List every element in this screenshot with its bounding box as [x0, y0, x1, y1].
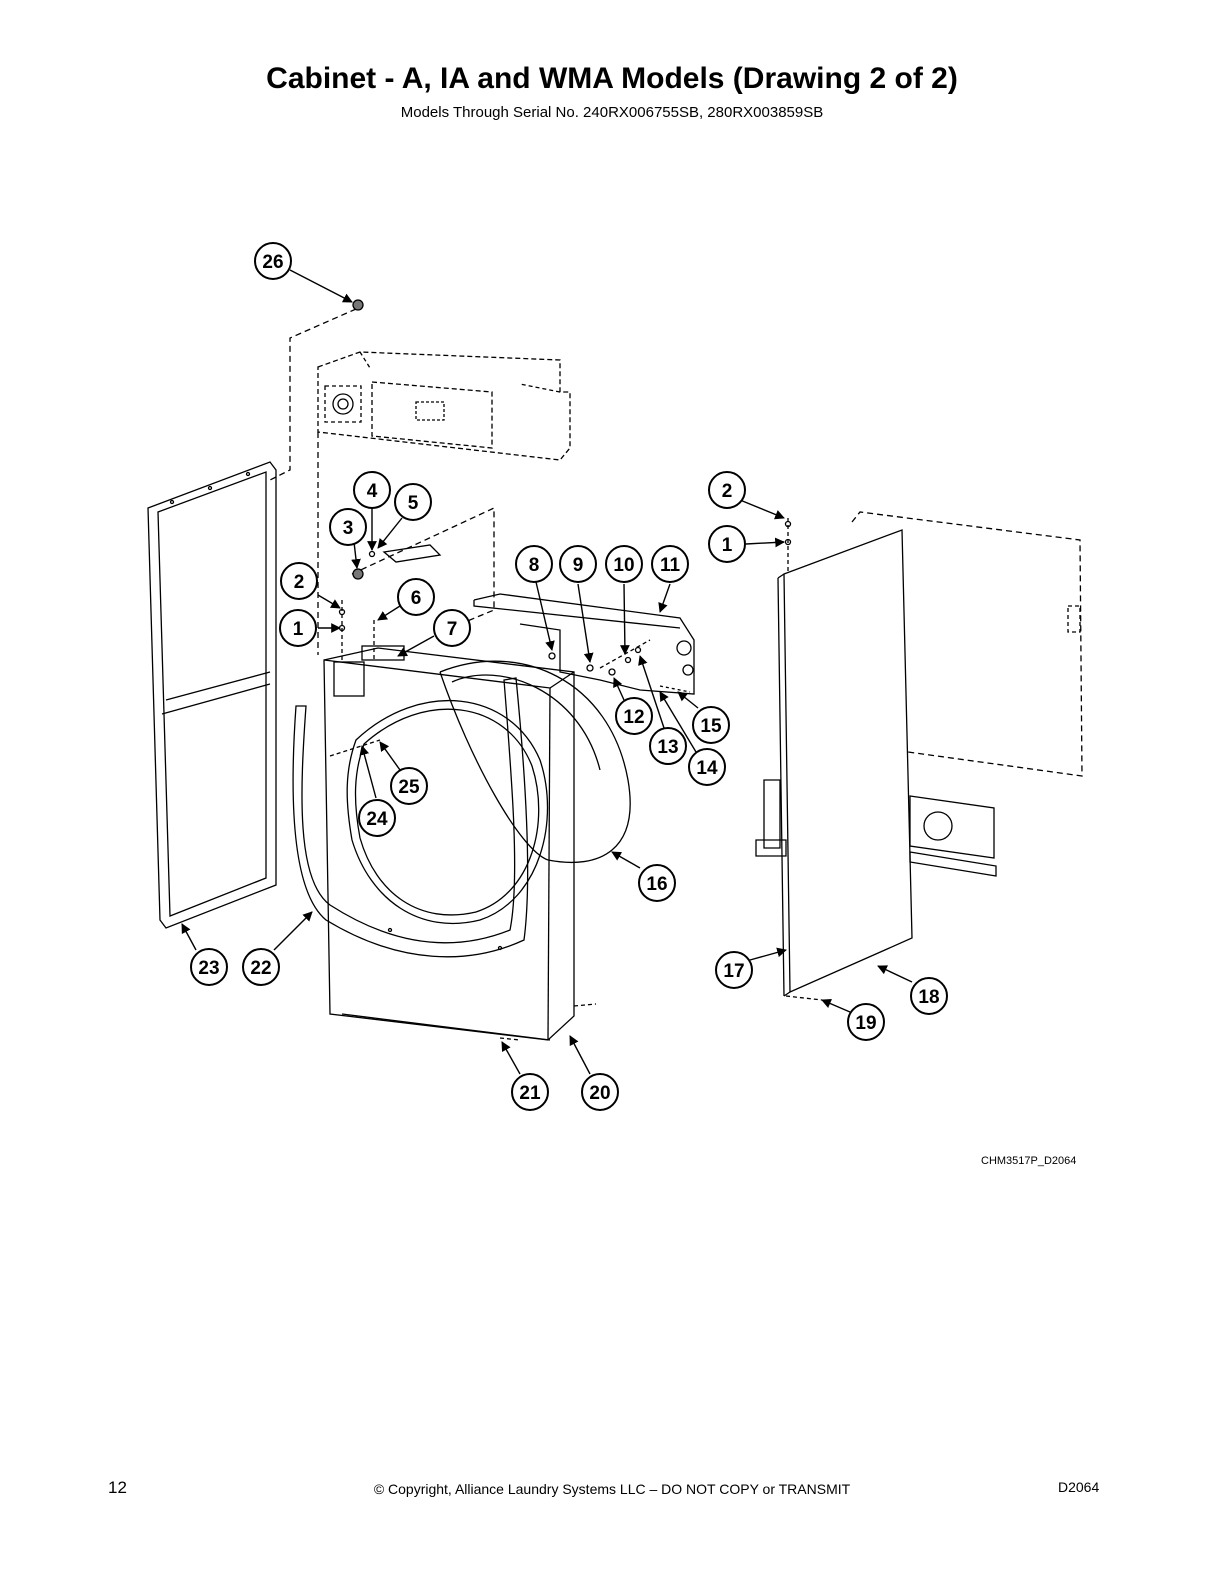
callout-16: 16: [638, 864, 676, 902]
svg-text:1: 1: [293, 619, 304, 640]
callout-4: 4: [353, 471, 391, 509]
callout-24: 24: [358, 799, 396, 837]
callout-12: 12: [615, 697, 653, 735]
callout-21: 21: [511, 1073, 549, 1111]
svg-text:6: 6: [411, 588, 422, 609]
callout-8: 8: [515, 545, 553, 583]
callout-17: 17: [715, 951, 753, 989]
svg-text:12: 12: [623, 707, 644, 728]
callout-2-right: 2: [708, 471, 746, 509]
callout-26: 26: [254, 242, 292, 280]
document-code: D2064: [1058, 1479, 1100, 1495]
callout-6: 6: [397, 578, 435, 616]
svg-text:21: 21: [519, 1083, 541, 1104]
side-panel-part: [777, 529, 913, 997]
callout-1-right: 1: [708, 525, 746, 563]
callout-3: 3: [329, 508, 367, 546]
callout-22: 22: [242, 948, 280, 986]
callout-19: 19: [847, 1003, 885, 1041]
svg-text:9: 9: [573, 555, 584, 576]
callout-15: 15: [692, 706, 730, 744]
svg-text:8: 8: [529, 555, 540, 576]
svg-text:25: 25: [398, 777, 420, 798]
callout-11: 11: [651, 545, 689, 583]
svg-text:10: 10: [613, 555, 634, 576]
callout-2: 2: [280, 562, 318, 600]
svg-text:20: 20: [589, 1083, 610, 1104]
svg-text:15: 15: [700, 716, 722, 737]
leader-arrows: [181, 269, 913, 1075]
page-title: Cabinet - A, IA and WMA Models (Drawing …: [266, 62, 958, 95]
drawing-id: CHM3517P_D2064: [981, 1155, 1077, 1167]
svg-text:5: 5: [408, 493, 419, 514]
svg-text:3: 3: [343, 518, 354, 539]
svg-text:13: 13: [657, 737, 678, 758]
svg-text:4: 4: [367, 481, 378, 502]
callout-23: 23: [190, 948, 228, 986]
svg-text:7: 7: [447, 619, 458, 640]
svg-text:16: 16: [646, 874, 667, 895]
svg-text:14: 14: [696, 758, 718, 779]
svg-text:19: 19: [855, 1013, 876, 1034]
callout-bubbles: 26 4 5 3 2 1 6 7 8 9 10 11 12 13 14 15 2…: [190, 242, 948, 1111]
callout-25: 25: [390, 767, 428, 805]
callout-14: 14: [688, 748, 726, 786]
svg-text:11: 11: [660, 555, 681, 576]
callout-7: 7: [433, 609, 471, 647]
callout-5: 5: [394, 483, 432, 521]
svg-text:23: 23: [198, 958, 219, 979]
door-frame-part: [147, 461, 277, 929]
svg-text:17: 17: [723, 961, 744, 982]
callout-20: 20: [581, 1073, 619, 1111]
callout-9: 9: [559, 545, 597, 583]
control-panel-part: [317, 351, 571, 461]
callout-1: 1: [279, 609, 317, 647]
parts-linework: [147, 299, 1083, 1041]
svg-text:26: 26: [262, 252, 283, 273]
svg-text:18: 18: [918, 987, 939, 1008]
callout-18: 18: [910, 977, 948, 1015]
callout-13: 13: [649, 727, 687, 765]
front-panel-part: [323, 645, 575, 1041]
page-subtitle: Models Through Serial No. 240RX006755SB,…: [400, 104, 824, 121]
svg-text:1: 1: [722, 535, 733, 556]
svg-text:2: 2: [294, 572, 305, 593]
page-number: 12: [108, 1478, 127, 1497]
svg-text:2: 2: [722, 481, 733, 502]
callout-10: 10: [605, 545, 643, 583]
copyright-notice: © Copyright, Alliance Laundry Systems LL…: [373, 1481, 851, 1497]
svg-text:22: 22: [250, 958, 271, 979]
svg-text:24: 24: [366, 809, 388, 830]
